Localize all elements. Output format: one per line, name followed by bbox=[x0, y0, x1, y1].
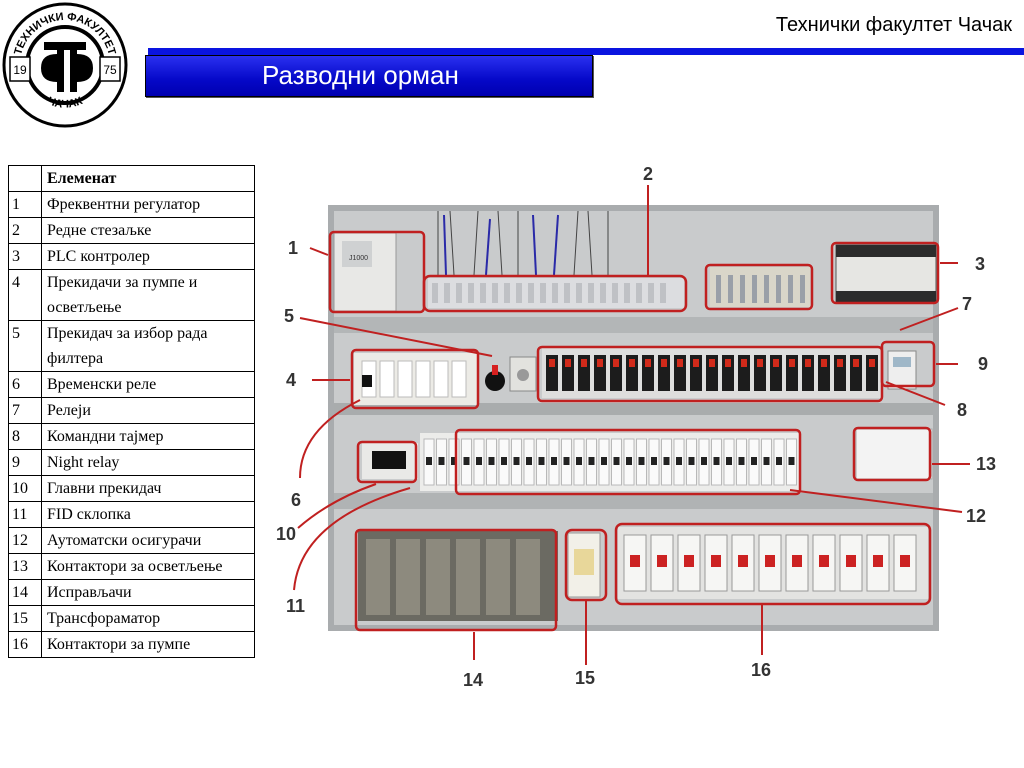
callout-label-2: 2 bbox=[643, 164, 653, 184]
svg-text:ЧАЧАК: ЧАЧАК bbox=[46, 95, 85, 111]
callout-label-1: 1 bbox=[288, 238, 298, 258]
table-header-row: Елеменат bbox=[8, 165, 255, 192]
row-num: 7 bbox=[8, 397, 42, 424]
callout-label-12: 12 bbox=[966, 506, 986, 526]
logo-year-right: 75 bbox=[103, 63, 117, 77]
row-name: Главни прекидач bbox=[41, 475, 255, 502]
row-name: Night relay bbox=[41, 449, 255, 476]
logo-emblem bbox=[41, 42, 93, 92]
logo-year-left: 19 bbox=[13, 63, 27, 77]
row-num: 2 bbox=[8, 217, 42, 244]
row-name: Аутоматски осигурачи bbox=[41, 527, 255, 554]
row-name: Редне стезаљке bbox=[41, 217, 255, 244]
row-name: Командни тајмер bbox=[41, 423, 255, 450]
callout-label-6: 6 bbox=[291, 490, 301, 510]
row-num: 9 bbox=[8, 449, 42, 476]
row-num: 1 bbox=[8, 191, 42, 218]
faculty-logo: ТЕХНИЧКИ ФАКУЛТЕТ ЧАЧАК 19 75 bbox=[2, 2, 128, 128]
callout-label-15: 15 bbox=[575, 668, 595, 688]
row-name: Временски реле bbox=[41, 371, 255, 398]
row-num: 14 bbox=[8, 579, 42, 606]
row-num: 10 bbox=[8, 475, 42, 502]
row-num: 8 bbox=[8, 423, 42, 450]
callout-label-11: 11 bbox=[286, 596, 305, 616]
row-name: Исправљачи bbox=[41, 579, 255, 606]
callout-label-14: 14 bbox=[463, 670, 483, 690]
cabinet-photo: J1000 bbox=[328, 205, 939, 631]
table-header-name: Елеменат bbox=[41, 165, 255, 192]
row-num: 12 bbox=[8, 527, 42, 554]
callout-label-8: 8 bbox=[957, 400, 967, 420]
row-name: FID склопка bbox=[41, 501, 255, 528]
vfd-brand-label: J1000 bbox=[349, 255, 368, 262]
row-name: Контактори за осветљење bbox=[41, 553, 255, 580]
row-num: 5 bbox=[8, 320, 42, 372]
callout-label-3: 3 bbox=[975, 254, 985, 274]
row-num: 3 bbox=[8, 243, 42, 270]
row-num: 11 bbox=[8, 501, 42, 528]
callout-label-9: 9 bbox=[978, 354, 988, 374]
row-num: 16 bbox=[8, 631, 42, 658]
row-num: 13 bbox=[8, 553, 42, 580]
page-title: Разводни орман bbox=[262, 60, 459, 90]
row-num: 4 bbox=[8, 269, 42, 321]
row-name: Трансфораматор bbox=[41, 605, 255, 632]
row-name: Прекидач за избор рада филтера bbox=[41, 320, 255, 372]
row-name: Контактори за пумпе bbox=[41, 631, 255, 658]
row-name: PLC контролер bbox=[41, 243, 255, 270]
row-num: 15 bbox=[8, 605, 42, 632]
row-name: Прекидачи за пумпе и осветљење bbox=[41, 269, 255, 321]
header-rule bbox=[148, 48, 1024, 55]
logo-city: ЧАЧАК bbox=[46, 95, 85, 111]
callout-label-13: 13 bbox=[976, 454, 996, 474]
callout-label-7: 7 bbox=[962, 294, 972, 314]
title-bar bbox=[145, 55, 593, 97]
institution-name: Технички факултет Чачак bbox=[775, 14, 1012, 36]
row-name: Релеји bbox=[41, 397, 255, 424]
callout-label-10: 10 bbox=[276, 524, 296, 544]
callout-label-16: 16 bbox=[751, 660, 771, 680]
row-num: 6 bbox=[8, 371, 42, 398]
callout-label-5: 5 bbox=[284, 306, 294, 326]
table-header-num bbox=[8, 165, 42, 192]
row-name: Фреквентни регулатор bbox=[41, 191, 255, 218]
callout-label-4: 4 bbox=[286, 370, 296, 390]
